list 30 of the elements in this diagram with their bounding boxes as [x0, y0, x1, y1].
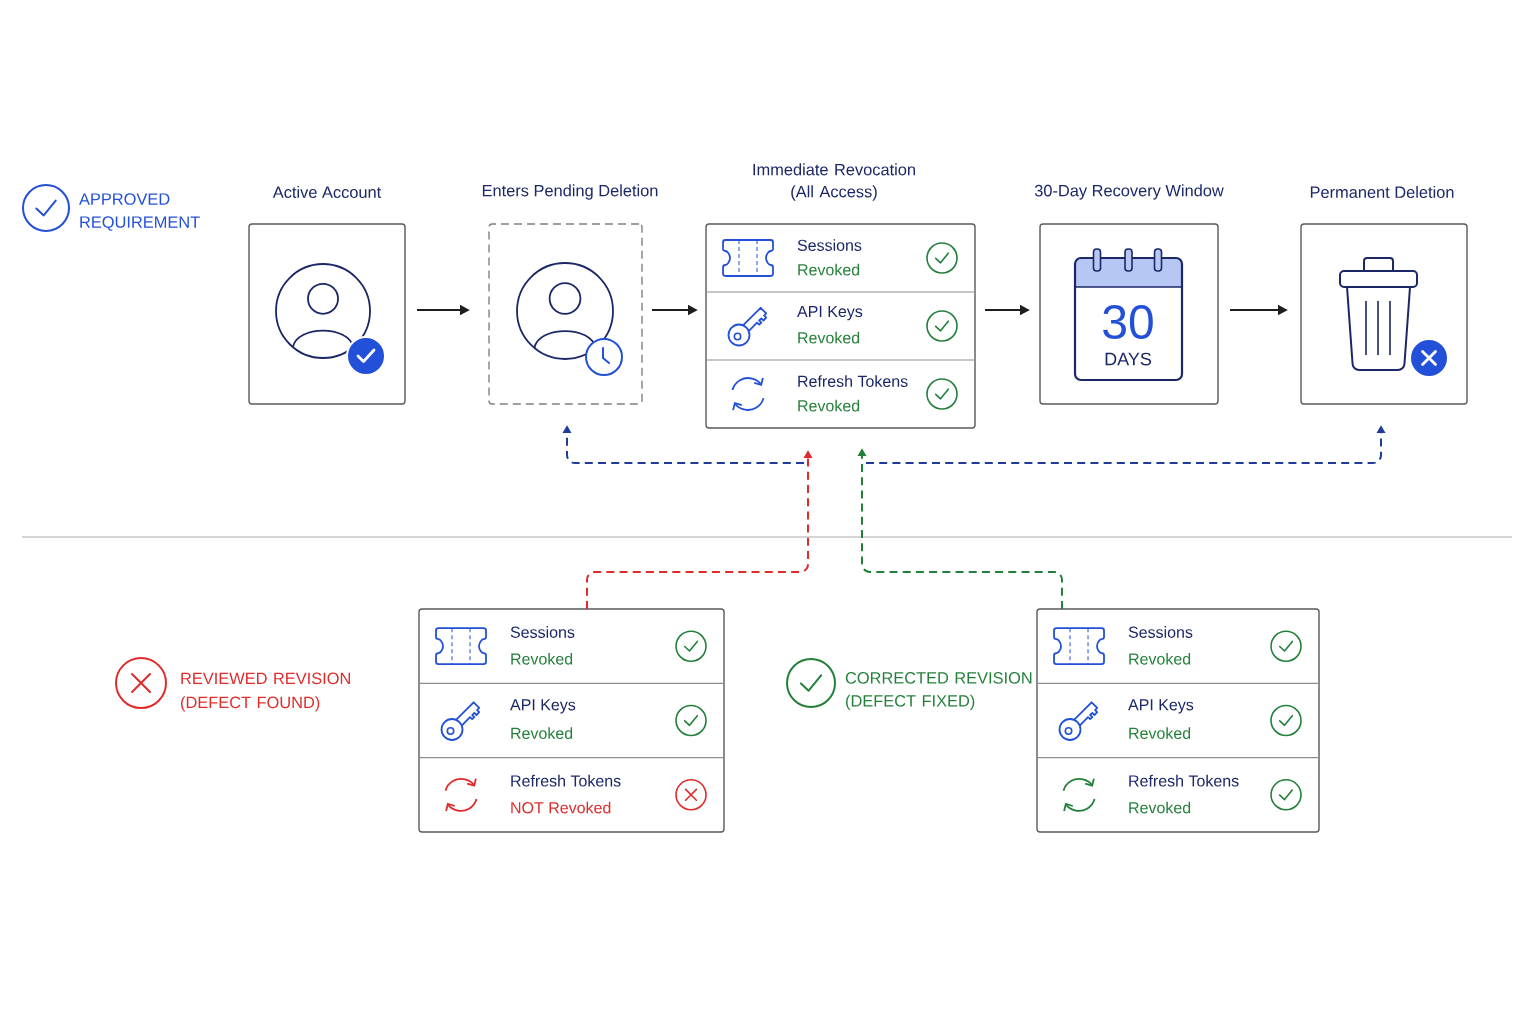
status-text: Revoked [1129, 727, 1191, 739]
item-name: Refresh Tokens [798, 375, 908, 387]
status-text: Revoked [511, 727, 573, 739]
day-label: DAYS [1105, 352, 1152, 366]
revision-label: CORRECTED REVISION (DEFECT FIXED) [845, 672, 1032, 710]
item-name: Sessions [510, 626, 575, 638]
item-name: Refresh Tokens [511, 774, 621, 787]
requirement-label: APPROVED REQUIREMENT [79, 193, 200, 231]
status-text: Revoked [1129, 652, 1191, 665]
status-text: Revoked [511, 652, 573, 665]
day-count: 30 [1103, 305, 1153, 339]
step-title: 30-Day Recovery Window [1034, 184, 1224, 200]
item-name: API Keys [1128, 699, 1194, 714]
step-title: Immediate Revocation (All Access) [753, 163, 915, 201]
status-text: Revoked [798, 331, 860, 344]
item-name: Refresh Tokens [1129, 774, 1239, 787]
item-name: API Keys [510, 699, 576, 714]
step-title: Active Account [272, 186, 382, 199]
item-name: Sessions [1128, 626, 1193, 638]
checklist-card [418, 608, 725, 833]
status-text: Revoked [798, 263, 860, 276]
revision-label: REVIEWED REVISION (DEFECT FOUND) [181, 672, 350, 712]
item-name: API Keys [797, 305, 863, 321]
checklist-card [1036, 608, 1320, 833]
status-text: Revoked [1129, 801, 1191, 814]
status-text: NOT Revoked [511, 801, 611, 814]
status-text: Revoked [798, 399, 860, 412]
item-name: Sessions [797, 239, 862, 251]
step-title: Enters Pending Deletion [482, 184, 658, 200]
step-title: Permanent Deletion [1310, 186, 1454, 199]
